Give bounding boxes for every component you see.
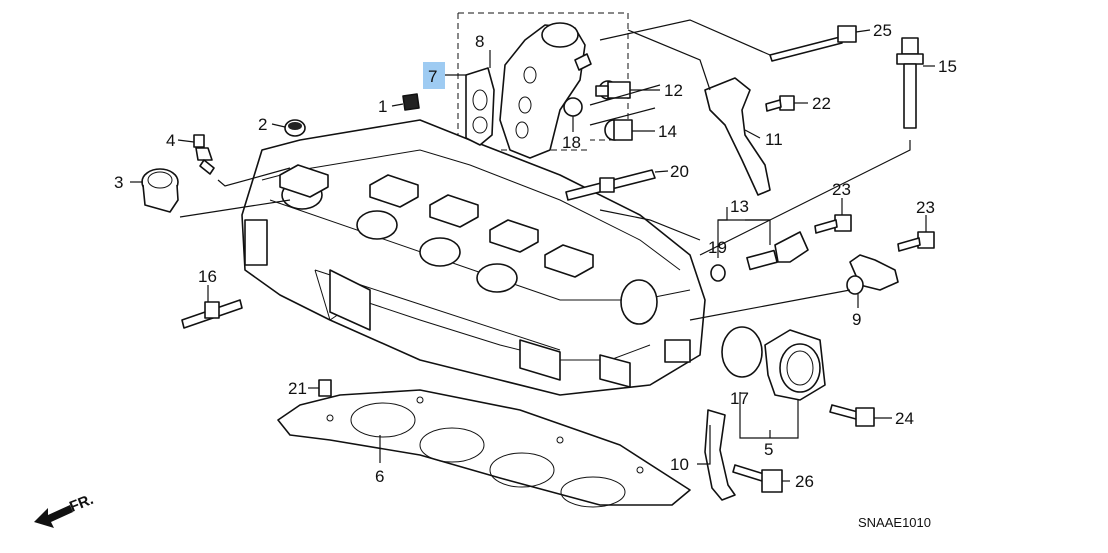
callout-10: 10	[670, 455, 689, 474]
o-ring-19	[710, 264, 726, 282]
bolt-25	[769, 25, 857, 62]
filter-gasket-8	[465, 67, 495, 146]
callout-19: 19	[708, 238, 727, 257]
callout-14: 14	[658, 122, 677, 141]
bolt-15	[896, 37, 924, 129]
diagram-code: SNAAE1010	[858, 515, 931, 530]
callout-18: 18	[562, 133, 581, 152]
callout-7: 7	[428, 67, 437, 86]
highlight-box	[423, 62, 445, 89]
cylinder-head	[241, 119, 706, 396]
plug-14	[604, 119, 633, 141]
callout-24: 24	[895, 409, 914, 428]
callout-1: 1	[378, 97, 387, 116]
callout-16: 16	[198, 267, 217, 286]
callout-9: 9	[852, 310, 861, 329]
callout-5: 5	[764, 440, 773, 459]
dowel-pin-21	[318, 379, 332, 397]
oil-pressure-switch-4	[193, 134, 215, 175]
plug-1	[402, 93, 420, 111]
o-ring-17	[721, 326, 763, 378]
stud-bolt-16	[181, 299, 243, 329]
o-ring-18	[563, 97, 583, 117]
seal-2	[284, 119, 306, 137]
sensor-13	[746, 231, 809, 271]
callout-26: 26	[795, 472, 814, 491]
bolt-22	[765, 95, 795, 112]
callout-22: 22	[812, 94, 831, 113]
callout-4: 4	[166, 131, 175, 150]
callout-12: 12	[664, 81, 683, 100]
head-gasket	[277, 389, 691, 508]
sensor-9	[846, 254, 899, 295]
callout-11: 11	[765, 130, 783, 149]
front-label: FR.	[67, 491, 96, 516]
callout-23a: 23	[832, 180, 851, 199]
callout-labels: 1 2 3 4 5 6 7 8 9 10 11 12 13 14 15 16 1…	[114, 21, 957, 491]
leader-lines	[130, 19, 935, 482]
oil-pressure-sensor-12	[595, 80, 631, 100]
bolt-23b	[897, 231, 935, 252]
front-direction-indicator: FR.	[34, 491, 96, 528]
callout-6: 6	[375, 467, 384, 486]
callout-15: 15	[938, 57, 957, 76]
callout-23b: 23	[916, 198, 935, 217]
callout-25: 25	[873, 21, 892, 40]
bolt-23a	[814, 214, 852, 234]
bolt-24	[829, 404, 875, 427]
callout-3: 3	[114, 173, 123, 192]
callout-2: 2	[258, 115, 267, 134]
front-arrow-icon	[34, 505, 73, 528]
spool-valve-assembly	[499, 22, 592, 159]
callout-13: 13	[730, 197, 749, 216]
bolt-26	[732, 464, 783, 493]
callout-20: 20	[670, 162, 689, 181]
callout-21: 21	[288, 379, 307, 398]
cap-3	[141, 168, 179, 213]
stud-bolt-20	[565, 169, 656, 201]
bracket-11	[704, 77, 771, 196]
callout-8: 8	[475, 32, 484, 51]
callout-17: 17	[730, 389, 749, 408]
water-outlet-5	[764, 329, 826, 401]
